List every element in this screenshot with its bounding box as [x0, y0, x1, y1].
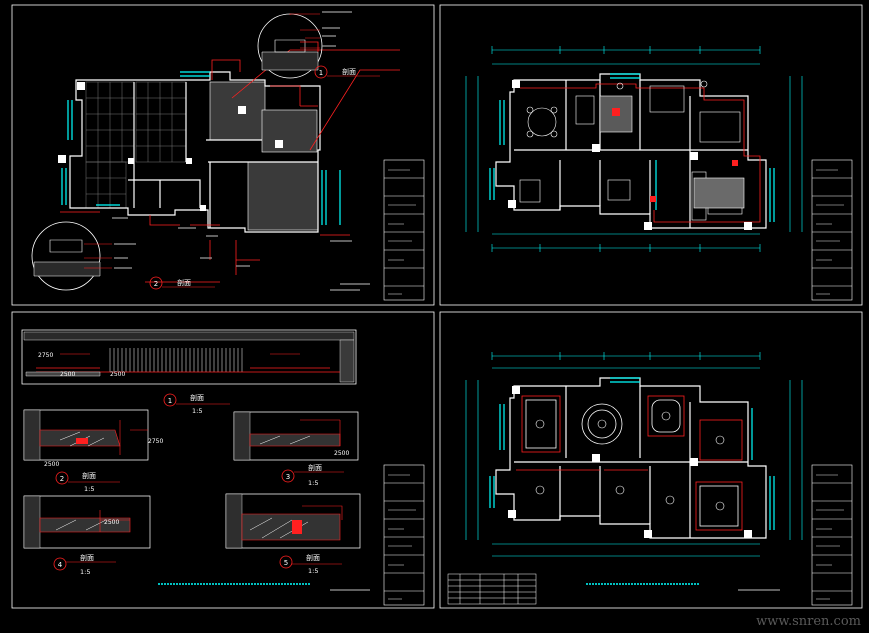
- red-outline: [520, 83, 761, 223]
- dimension-text: 2750: [38, 352, 53, 359]
- title-blocks: [383, 159, 853, 606]
- title-block-top-left: [383, 159, 425, 301]
- section-details: 2750 2500 2500 1 剖面 1:5 2750 2500 2 剖面: [21, 329, 370, 591]
- detail-circle-1: [257, 11, 352, 79]
- callout-label: 剖面: [308, 463, 322, 472]
- callout-number: 2: [154, 280, 158, 288]
- title-block-top-right: [811, 159, 853, 301]
- title-block-bottom-left: [383, 464, 425, 606]
- sofa-fill: [693, 177, 745, 209]
- section-4: 2500 4 剖面 1:5: [23, 495, 151, 576]
- callout-label: 剖面: [306, 553, 320, 562]
- dimension-text: 2500: [60, 371, 75, 378]
- floorplan-bottom-right: [447, 352, 803, 605]
- ceiling-outlines: [516, 395, 743, 531]
- walls: [69, 71, 321, 233]
- callout-label: 剖面: [80, 553, 94, 562]
- callout-label: 剖面: [342, 67, 356, 76]
- section-3: 2500 3 剖面 1:5: [233, 411, 359, 487]
- windows: [61, 71, 341, 225]
- dimension-lines: [465, 352, 803, 557]
- section-2: 2750 2500 2 剖面 1:5: [23, 409, 163, 493]
- scale-text: 1:5: [192, 407, 202, 415]
- section-1: 2750 2500 2500: [21, 329, 357, 385]
- dimension-text: 2500: [334, 450, 349, 457]
- scale-text: 1:5: [308, 479, 318, 487]
- sheet-top-left-frame: [11, 4, 435, 306]
- scale-text: 1:5: [80, 568, 90, 576]
- dimension-lines: [465, 46, 803, 252]
- floorplan-top-right: [465, 46, 803, 252]
- walls: [495, 377, 767, 539]
- callout-label: 剖面: [190, 393, 204, 402]
- callout-number: 3: [286, 473, 290, 481]
- callout-1-section: 1 剖面 1:5: [163, 393, 230, 415]
- callout-1-top-left: 1 剖面: [314, 65, 380, 79]
- light-fixtures: [535, 411, 725, 511]
- detail-circle-2: [31, 221, 136, 291]
- red-leaders: [60, 49, 400, 283]
- dimension-text: 2750: [148, 438, 163, 445]
- fixture-marks: [58, 82, 283, 211]
- legend-table: [447, 573, 537, 605]
- section-5: 5 剖面 1:5: [225, 493, 361, 575]
- watermark: www.snren.com: [756, 614, 861, 629]
- ceiling-features: [525, 399, 739, 527]
- callout-number: 2: [60, 475, 64, 483]
- column-marks: [508, 80, 752, 230]
- callout-label: 剖面: [82, 471, 96, 480]
- column-marks: [508, 386, 752, 538]
- dimension-text: 2500: [44, 461, 59, 468]
- callout-number: 4: [58, 561, 63, 569]
- scale-text: 1:5: [84, 485, 94, 493]
- sheet-top-right-frame: [439, 4, 863, 306]
- windows: [489, 377, 775, 530]
- floorplan-top-left: 1 剖面 2 剖面: [31, 11, 400, 291]
- grid-hatch-rooms: [85, 81, 187, 209]
- ceiling-fill-rooms: [209, 81, 319, 231]
- callout-number: 5: [284, 559, 288, 567]
- sheet-frames: [11, 4, 863, 609]
- callout-number: 1: [168, 397, 172, 405]
- sheet-bottom-right-frame: [439, 311, 863, 609]
- callout-number: 1: [319, 69, 323, 77]
- sheet-bottom-left-frame: [11, 311, 435, 609]
- dimension-text: 2500: [104, 519, 119, 526]
- title-block-bottom-right: [811, 464, 853, 606]
- dimension-text: 2500: [110, 371, 125, 378]
- callout-label: 剖面: [177, 278, 191, 287]
- scale-text: 1:5: [308, 567, 318, 575]
- callout-2-top-left: 2 剖面: [149, 276, 215, 290]
